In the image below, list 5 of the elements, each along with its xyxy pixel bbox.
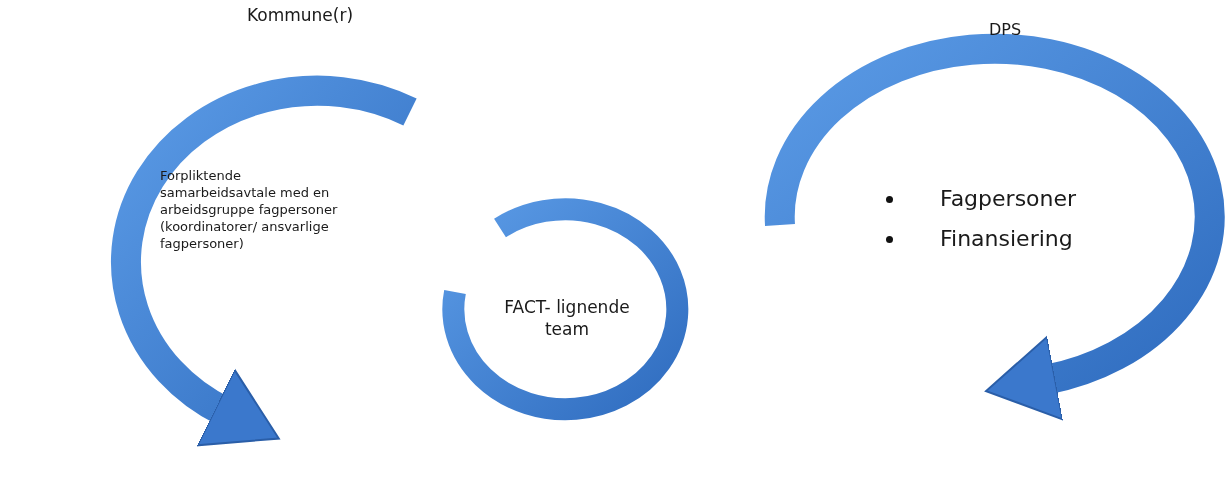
heading: Kommune(r) (245, 4, 355, 27)
bullet-item: Finansiering (880, 225, 1160, 254)
bullet-item: Fagpersoner (880, 185, 1160, 214)
heading: DPS (987, 20, 1023, 41)
center-text: FACT- lignende team (503, 296, 631, 341)
